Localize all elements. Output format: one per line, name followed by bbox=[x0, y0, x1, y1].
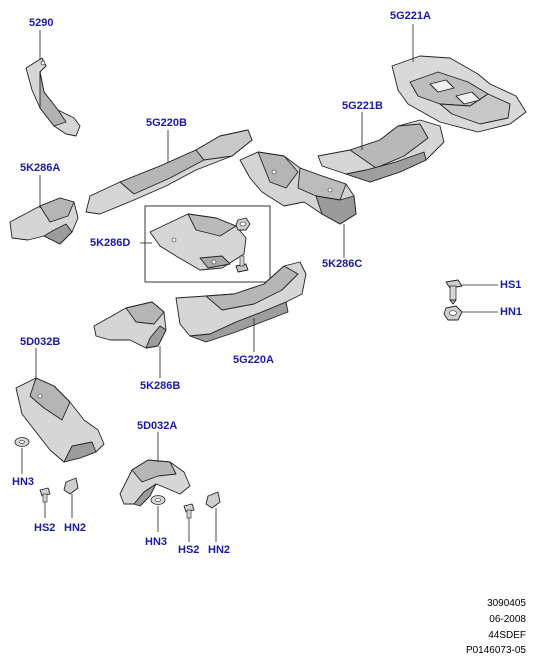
part-5K286B-shield bbox=[93, 301, 167, 349]
screw-HS2-left-icon bbox=[39, 487, 51, 503]
bolt-HS1-icon bbox=[445, 279, 463, 305]
label-5K286B: 5K286B bbox=[140, 380, 181, 392]
nut-inset-icon bbox=[235, 217, 251, 231]
part-5G221B-heat-shield bbox=[317, 119, 445, 183]
washer-HN3-right-icon bbox=[150, 495, 166, 505]
part-5K286D-shield bbox=[149, 213, 247, 271]
label-5K286D: 5K286D bbox=[90, 237, 131, 249]
reference-date: 06-2008 bbox=[489, 614, 526, 625]
washer-HN3-left-icon bbox=[14, 437, 30, 447]
label-5D032B: 5D032B bbox=[20, 336, 61, 348]
part-5D032B-shield bbox=[15, 377, 105, 463]
label-HN1: HN1 bbox=[500, 306, 523, 318]
label-HN2-left: HN2 bbox=[64, 522, 87, 534]
label-HN3-right: HN3 bbox=[145, 536, 168, 548]
reference-model-code: 44SDEF bbox=[488, 630, 526, 641]
screw-HS2-right-icon bbox=[183, 503, 195, 519]
part-5G220B-heat-shield bbox=[85, 129, 253, 215]
label-5K286A: 5K286A bbox=[20, 162, 61, 174]
label-HN3-left: HN3 bbox=[12, 476, 35, 488]
clip-HN2-right-icon bbox=[205, 491, 221, 509]
label-5290: 5290 bbox=[29, 17, 54, 29]
part-5D032A-shield bbox=[119, 459, 191, 507]
label-HS2-right: HS2 bbox=[178, 544, 200, 556]
nut-HN1-icon bbox=[443, 305, 463, 321]
part-5K286A-shield bbox=[9, 197, 79, 245]
reference-illustration-id: P0146073-05 bbox=[465, 645, 526, 656]
label-HN2-right: HN2 bbox=[208, 544, 231, 556]
label-5G221A: 5G221A bbox=[390, 10, 431, 22]
clip-HN2-left-icon bbox=[63, 477, 79, 495]
part-5G221A-heat-shield bbox=[391, 55, 527, 133]
label-5G220B: 5G220B bbox=[146, 117, 187, 129]
part-5K286C-tunnel-shield bbox=[239, 151, 357, 225]
label-5G220A: 5G220A bbox=[233, 354, 274, 366]
part-5G220A-heat-shield bbox=[175, 261, 307, 343]
label-HS1: HS1 bbox=[500, 279, 522, 291]
label-5K286C: 5K286C bbox=[322, 258, 363, 270]
screw-inset-icon bbox=[235, 255, 249, 273]
part-5290-bracket bbox=[25, 57, 81, 137]
label-5G221B: 5G221B bbox=[342, 100, 383, 112]
reference-number: 3090405 bbox=[487, 598, 526, 609]
label-5D032A: 5D032A bbox=[137, 420, 178, 432]
label-HS2-left: HS2 bbox=[34, 522, 56, 534]
